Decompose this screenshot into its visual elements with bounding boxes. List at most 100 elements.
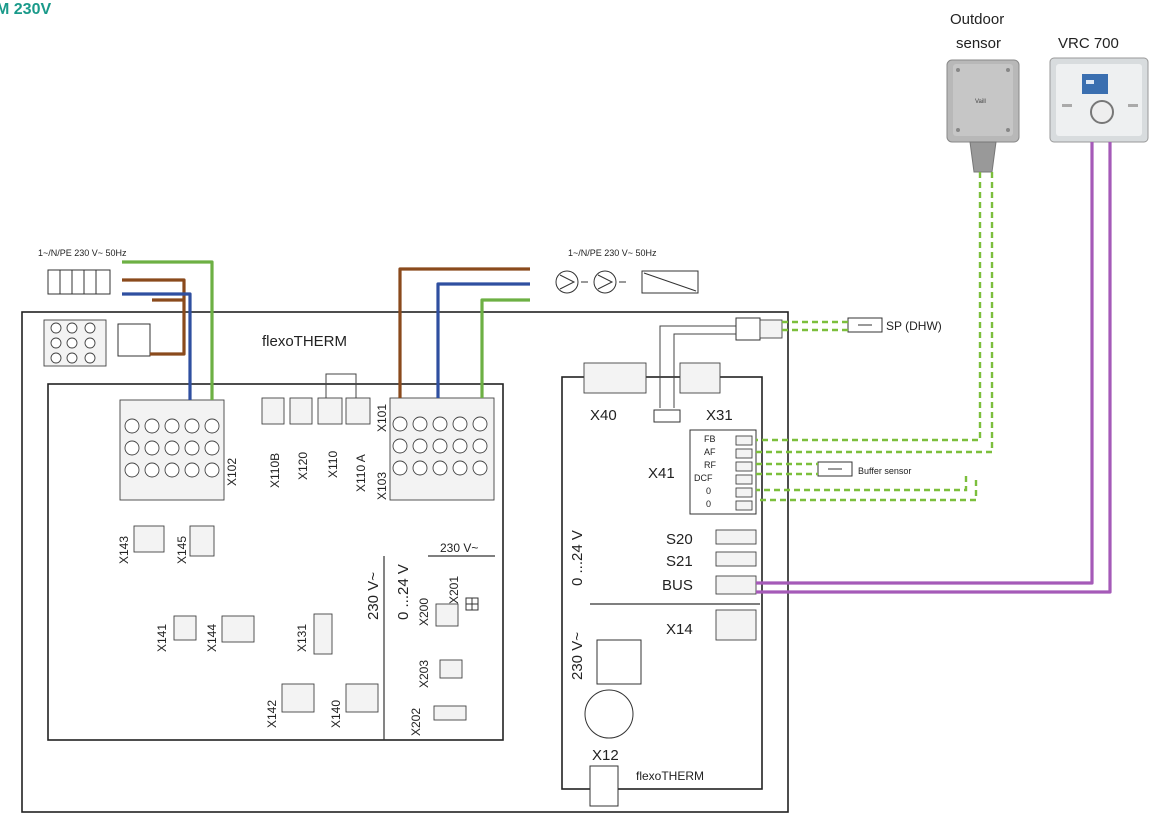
x201-label: X201: [447, 576, 461, 604]
x110-connector: [317, 397, 343, 425]
x41-pin-socket: [735, 487, 753, 498]
terminal-screw: [124, 440, 140, 456]
vrc700-label: VRC 700: [1058, 35, 1119, 52]
x101-terminal: [389, 397, 495, 501]
supply-left-label: 1~/N/PE 230 V~ 50Hz: [38, 248, 127, 258]
wires: [122, 142, 1112, 594]
outdoor-sensor-label-1: Outdoor: [950, 11, 1004, 28]
s20-connector: [715, 529, 757, 545]
x12-connector: [589, 765, 619, 807]
terminal-screw: [392, 438, 408, 454]
terminal-screw: [412, 416, 428, 432]
outdoor-sensor-wire-2: [756, 476, 978, 502]
x12-label: X12: [592, 747, 619, 764]
x102-terminal: [119, 399, 225, 501]
x40-label: X40: [590, 407, 617, 424]
x41-pin-socket: [735, 448, 753, 459]
terminal-screw: [184, 440, 200, 456]
x41-pin: FB: [704, 434, 716, 444]
x41-label: X41: [648, 465, 675, 482]
x141-connector: [173, 615, 197, 641]
x200-connector: [435, 603, 459, 627]
main-24v-rotated: 0 ...24 V: [395, 564, 412, 620]
terminal-screw: [204, 418, 220, 434]
control-relay: [596, 639, 642, 685]
x101-label: X101: [375, 404, 389, 432]
green-wire-left: [122, 260, 214, 400]
x142-connector: [281, 683, 315, 713]
terminal-screw: [432, 438, 448, 454]
x131-connector: [313, 613, 333, 655]
outdoor-sensor-label-2: sensor: [956, 35, 1001, 52]
s21-label: S21: [666, 553, 693, 570]
main-board-brand: flexoTHERM: [262, 333, 347, 350]
terminal-screw: [392, 416, 408, 432]
terminal-screw: [184, 418, 200, 434]
x140-connector: [345, 683, 379, 713]
blue-wire-right: [436, 282, 530, 398]
green-wire-right: [480, 298, 530, 398]
terminal-screw: [472, 416, 488, 432]
x41-pin-list: FB AF RF DCF 0 0: [694, 434, 753, 511]
x41-pin: RF: [704, 460, 716, 470]
x140-label: X140: [329, 700, 343, 728]
x14-connector: [715, 609, 757, 641]
outdoor-sensor-wire: [756, 172, 994, 454]
x110b-connector: [261, 397, 285, 425]
terminal-screw: [184, 462, 200, 478]
x110a-connector: [345, 397, 371, 425]
control-24v-rotated: 0 ...24 V: [569, 530, 586, 586]
bus-connector: [715, 575, 757, 595]
bus-label: BUS: [662, 577, 693, 594]
terminal-screw: [452, 416, 468, 432]
x110a-label: X110 A: [354, 454, 368, 492]
x41-pin: 0: [706, 499, 711, 509]
terminal-screw: [124, 418, 140, 434]
x41-pin-socket: [735, 461, 753, 472]
control-board-brand: flexoTHERM: [636, 769, 704, 783]
x145-connector: [189, 525, 215, 557]
main-230v-rotated: 230 V~: [365, 572, 382, 620]
terminal-screw: [144, 418, 160, 434]
x41-pin-socket: [735, 474, 753, 485]
sp-dhw-label: SP (DHW): [886, 319, 942, 333]
blue-wire-left: [122, 292, 192, 400]
svg-text:Vaill: Vaill: [975, 99, 986, 105]
control-capacitor: [584, 689, 634, 739]
terminal-screw: [144, 462, 160, 478]
x145-label: X145: [175, 536, 189, 564]
brown-wire-right: [398, 267, 530, 398]
terminal-screw: [412, 438, 428, 454]
jumper-wire: [325, 373, 357, 398]
buffer-sensor-icon: [817, 461, 853, 477]
supply-right-label: 1~/N/PE 230 V~ 50Hz: [568, 248, 657, 258]
terminal-screw: [452, 460, 468, 476]
terminal-screw: [164, 418, 180, 434]
main-230v-label: 230 V~: [440, 541, 478, 555]
supply-left-connector: [47, 269, 111, 295]
x31-label: X31: [706, 407, 733, 424]
sp-connector-block: [653, 317, 783, 423]
x41-pin: DCF: [694, 473, 713, 483]
x144-connector: [221, 615, 255, 643]
x120-connector: [289, 397, 313, 425]
x203-label: X203: [417, 660, 431, 688]
mains-terminal-strip: [43, 319, 151, 367]
bus-wire: [756, 142, 1112, 594]
x143-connector: [133, 525, 165, 553]
x200-label: X200: [417, 598, 431, 626]
control-230v-rotated: 230 V~: [569, 632, 586, 680]
x102-label: X102: [225, 458, 239, 486]
x110-label: X110: [326, 451, 340, 478]
terminal-screw: [392, 460, 408, 476]
terminal-screw: [452, 438, 468, 454]
x40-connector: [583, 362, 647, 394]
x103-label: X103: [375, 472, 389, 500]
x41-pin-socket: [735, 435, 753, 446]
s21-connector: [715, 551, 757, 567]
terminal-screw: [164, 462, 180, 478]
x201-connector: [465, 597, 479, 611]
x141-label: X141: [155, 624, 169, 652]
x203-connector: [439, 659, 463, 679]
